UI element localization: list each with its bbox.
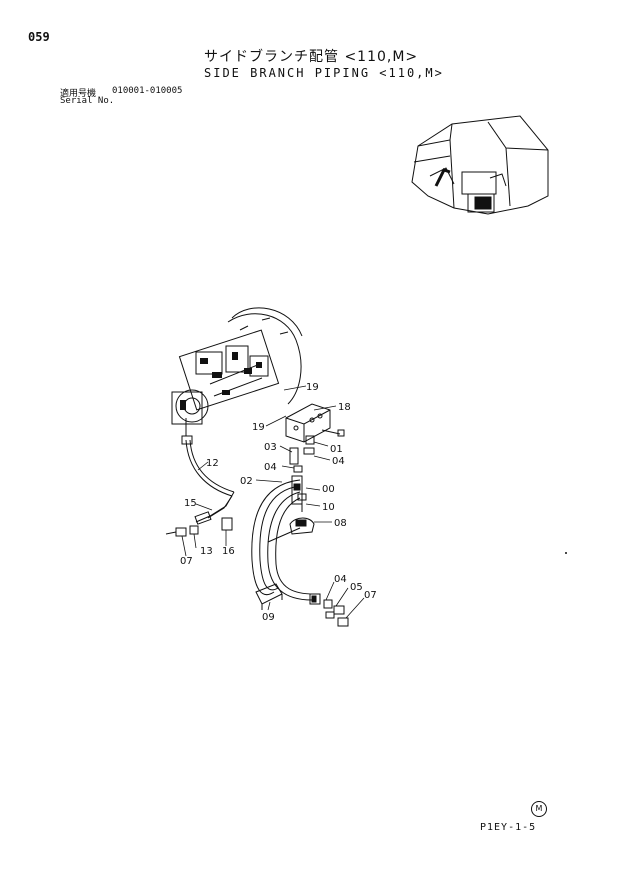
figure-code: P1EY-1-5: [480, 822, 537, 833]
callout-13: 13: [200, 546, 213, 557]
callout-07-right: 07: [364, 590, 377, 601]
stray-dot: [565, 552, 567, 554]
leader-lines: [181, 385, 365, 619]
callout-07-left: 07: [180, 556, 193, 567]
model-mark: M: [531, 801, 547, 817]
pump-shading: [180, 352, 262, 410]
callout-04-lower: 04: [334, 574, 347, 585]
callout-02: 02: [240, 476, 253, 487]
hoses-02-00: [251, 475, 315, 601]
serial-label-english: Serial No.: [60, 96, 115, 106]
hose-12: [181, 435, 235, 523]
callout-01: 01: [330, 444, 343, 455]
callout-19-lower: 19: [252, 422, 265, 433]
bolt-07: [321, 429, 345, 437]
machine-location-inset: [411, 115, 549, 215]
title-japanese: サイドブランチ配管 <110,M>: [204, 49, 419, 65]
callout-18: 18: [338, 402, 351, 413]
callout-09: 09: [262, 612, 275, 623]
hydraulic-pump-assembly: [171, 307, 303, 436]
inset-highlight: [434, 168, 492, 210]
serial-label-japanese: 適用号機: [60, 89, 97, 99]
callout-05: 05: [350, 582, 363, 593]
callout-03: 03: [264, 442, 277, 453]
title-english: SIDE BRANCH PIPING <110,M>: [204, 66, 444, 80]
callout-00: 00: [322, 484, 335, 495]
serial-range: 010001-010005: [112, 86, 183, 96]
callout-labels: 19 18 19 03 01 04 04 12 02 00 10 15 08 1…: [180, 382, 377, 623]
clamp-09: [255, 583, 283, 610]
fittings-04-05-07: [309, 593, 349, 627]
callout-04-right: 04: [332, 456, 345, 467]
callout-10: 10: [322, 502, 335, 513]
fittings-13-15-16: [165, 511, 233, 537]
clamp-08: [267, 517, 315, 543]
manifold-block: [285, 403, 331, 443]
bolt-10: [297, 493, 307, 512]
callout-19-upper: 19: [306, 382, 319, 393]
callout-12: 12: [206, 458, 219, 469]
callout-08: 08: [334, 518, 347, 529]
fittings-01-04: [289, 435, 315, 473]
page-number: 059: [28, 30, 50, 44]
callout-16: 16: [222, 546, 235, 557]
callout-04-left: 04: [264, 462, 277, 473]
callout-15: 15: [184, 498, 197, 509]
